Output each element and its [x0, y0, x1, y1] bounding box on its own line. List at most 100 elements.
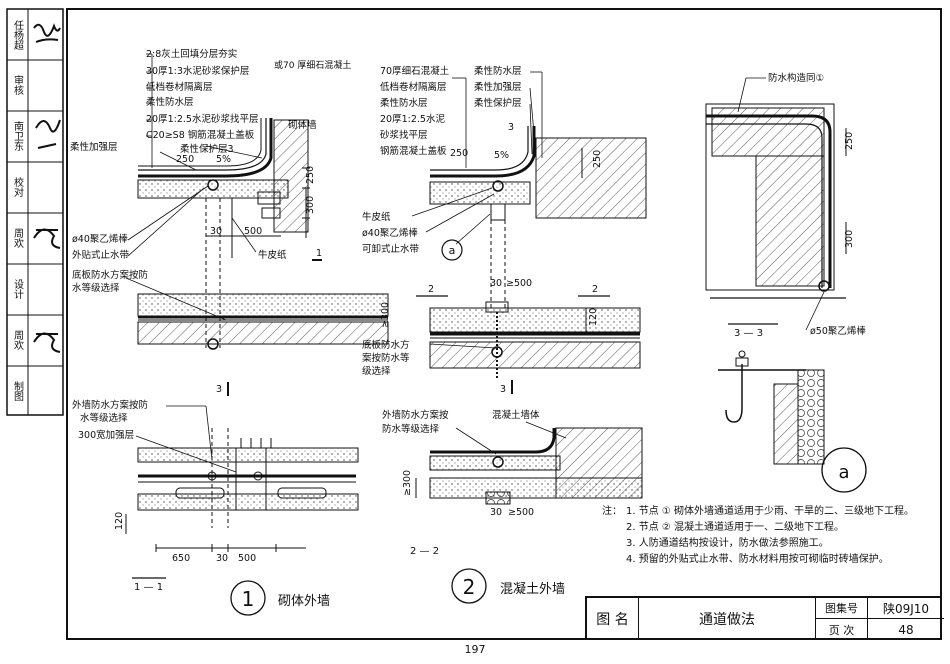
side-label-2: 审核: [12, 74, 24, 96]
d1-dim-500b: 500: [238, 553, 256, 564]
d1-layer-6: C20≥S8 钢筋混凝土盖板: [146, 129, 255, 141]
d1-layer-5: 20厚1:2.5水泥砂浆找平层: [146, 113, 258, 125]
d1-layer-1: 2:8灰土回填分层夯实: [146, 48, 237, 60]
d3-dim-300: 300: [844, 230, 855, 248]
d2-section-2-right: 2: [592, 284, 598, 295]
d1-outer-label-2: 水等级选择: [80, 412, 128, 424]
d2-dim-300: ≥300: [380, 302, 391, 328]
d2-dim-120: 120: [588, 308, 599, 326]
title-atlas-label: 图集号: [816, 598, 868, 619]
d2-caption: 混凝土外墙: [500, 581, 565, 597]
d2-layer-6: 钢筋混凝土盖板: [380, 145, 447, 157]
detail-a: a: [718, 350, 867, 493]
signature-strip: 任杨超 审核 南卫东 校对 周欢 设计 周欢 制图: [6, 8, 64, 416]
d1-floor-label-2: 水等级选择: [72, 282, 120, 294]
side-label-5: 周欢: [12, 228, 24, 249]
d2-concrete-label: 混凝土墙体: [492, 409, 540, 421]
d1-band-label: 300宽加强层: [78, 429, 134, 441]
note-4: 4. 预留的外贴式止水带、防水材料用按可砌临时砖墙保护。: [626, 552, 889, 565]
notes-prefix: 注：: [602, 504, 622, 517]
d1-section-mark-1: 1: [316, 248, 322, 259]
d1-dim-120: 120: [114, 512, 125, 530]
d2-layer-3: 柔性防水层: [380, 97, 428, 109]
d1-dim-300: 300: [305, 196, 316, 214]
d2-dim-500b: ≥500: [508, 507, 534, 518]
note-3: 3. 人防通道结构按设计，防水做法参照施工。: [626, 536, 829, 549]
signature-marks: [33, 23, 61, 353]
title-name: 通道做法: [639, 598, 816, 640]
d2-circle-number: 2: [463, 575, 476, 599]
d1-masonry-label: 砌体墙: [288, 119, 317, 131]
side-label-8: 制图: [12, 380, 24, 402]
side-label-1: 任杨超: [12, 19, 24, 51]
d2-layer-1: 70厚细石混凝土: [380, 65, 450, 77]
d2-waterstop-label: 可卸式止水带: [362, 243, 420, 255]
d1-circle-number: 1: [242, 587, 255, 611]
d1-dim-250: 250: [176, 154, 194, 165]
d2-section-2-left: 2: [428, 284, 434, 295]
d1-section-label: 1 — 1: [134, 582, 163, 593]
d1-layer-alt: 或70 厚细石混凝土: [274, 59, 351, 71]
detail-1: 2:8灰土回填分层夯实 30厚1:3水泥砂浆保护层 或70 厚细石混凝土 低档卷…: [70, 48, 389, 616]
d2-outer-label-2: 防水等级选择: [382, 423, 440, 435]
d2-dim-500: ≥500: [506, 278, 532, 289]
d1-dim-30b: 30: [216, 553, 228, 564]
d2-dim-slope: 5%: [494, 150, 509, 161]
d2-floor-label-3: 级选择: [362, 365, 391, 377]
d1-outer-label: 外墙防水方案按防: [72, 399, 149, 411]
d1-waterstop-label: 外贴式止水带: [72, 249, 130, 261]
d2-floor-label: 底板防水方: [362, 339, 410, 351]
title-atlas-number: 陕09J10: [868, 598, 944, 619]
d2-dim-30: 30: [490, 278, 502, 289]
note-1: 1. 节点 ① 砌体外墙通道适用于少雨、干旱的二、三级地下工程。: [626, 504, 914, 517]
outer-frame: [66, 8, 942, 640]
d2-section-3-top: 3: [508, 122, 514, 133]
title-name-label: 图 名: [587, 598, 639, 640]
d1-dim-250b: 250: [305, 166, 316, 184]
d1-layer-4: 柔性防水层: [146, 96, 194, 108]
d1-rod-label: ø40聚乙烯棒: [72, 233, 128, 245]
d2-layer-4: 20厚1:2.5水泥: [380, 113, 445, 125]
d1-section-mark-3: 3: [216, 384, 222, 395]
d2-layer-right-3: 柔性保护层: [474, 97, 522, 109]
side-label-6: 设计: [12, 279, 24, 300]
d2-dim-300b: ≥300: [402, 470, 413, 496]
title-page-label: 页 次: [816, 619, 868, 640]
d3-section-label: 3 — 3: [734, 328, 763, 339]
d1-floor-label: 底板防水方案按防: [72, 269, 149, 281]
d2-rod-label: ø40聚乙烯棒: [362, 227, 418, 239]
d1-layer-2: 30厚1:3水泥砂浆保护层: [146, 65, 249, 77]
d2-layer-right-2: 柔性加强层: [474, 81, 522, 93]
title-block: 图 名 通道做法 图集号 陕09J10 页 次 48: [585, 596, 944, 640]
d2-callout-a: a: [449, 244, 456, 257]
d1-layer-3: 低档卷材隔离层: [146, 81, 213, 93]
d2-layer-right-1: 柔性防水层: [474, 65, 522, 77]
side-label-7: 周欢: [12, 330, 24, 351]
d1-reinforce-label: 柔性加强层: [70, 141, 118, 153]
d2-outer-label: 外墙防水方案按: [382, 409, 449, 421]
side-label-3: 南卫东: [12, 120, 24, 151]
d3-rod-label: ø50聚乙烯棒: [810, 325, 866, 337]
drawing-frame: 2:8灰土回填分层夯实 30厚1:3水泥砂浆保护层 或70 厚细石混凝土 低档卷…: [66, 8, 942, 640]
d1-kraft-label: 牛皮纸: [258, 249, 287, 261]
d3-label-top: 防水构造同①: [768, 72, 824, 84]
d1-dim-30: 30: [210, 226, 222, 237]
d2-dim-250: 250: [450, 148, 468, 159]
detail-2: a 70厚细石混凝土 低档卷材隔离层 柔性防水层 20厚1:2.5水泥 砂浆找平…: [362, 65, 647, 604]
notes: 注： 1. 节点 ① 砌体外墙通道适用于少雨、干旱的二、三级地下工程。 2. 节…: [602, 504, 914, 565]
d2-layer-2: 低档卷材隔离层: [380, 81, 447, 93]
d2-layer-5: 砂浆找平层: [380, 129, 428, 141]
d3-dim-250: 250: [844, 132, 855, 150]
d2-section-label: 2 — 2: [410, 546, 439, 557]
note-2: 2. 节点 ② 混凝土通道适用于一、二级地下工程。: [626, 520, 844, 533]
d1-caption: 砌体外墙: [278, 594, 330, 609]
page-number: 197: [464, 643, 486, 656]
detail-3: 防水构造同① 250 300 3 — 3 ø50聚乙烯棒: [705, 72, 866, 339]
d1-dim-slope: 5%: [216, 154, 231, 165]
title-page-number: 48: [898, 622, 914, 637]
da-circle-label: a: [838, 462, 849, 483]
side-label-4: 校对: [12, 176, 24, 197]
d1-dim-650: 650: [172, 553, 190, 564]
d2-dim-30b: 30: [490, 507, 502, 518]
d2-section-3-bottom: 3: [500, 384, 506, 395]
